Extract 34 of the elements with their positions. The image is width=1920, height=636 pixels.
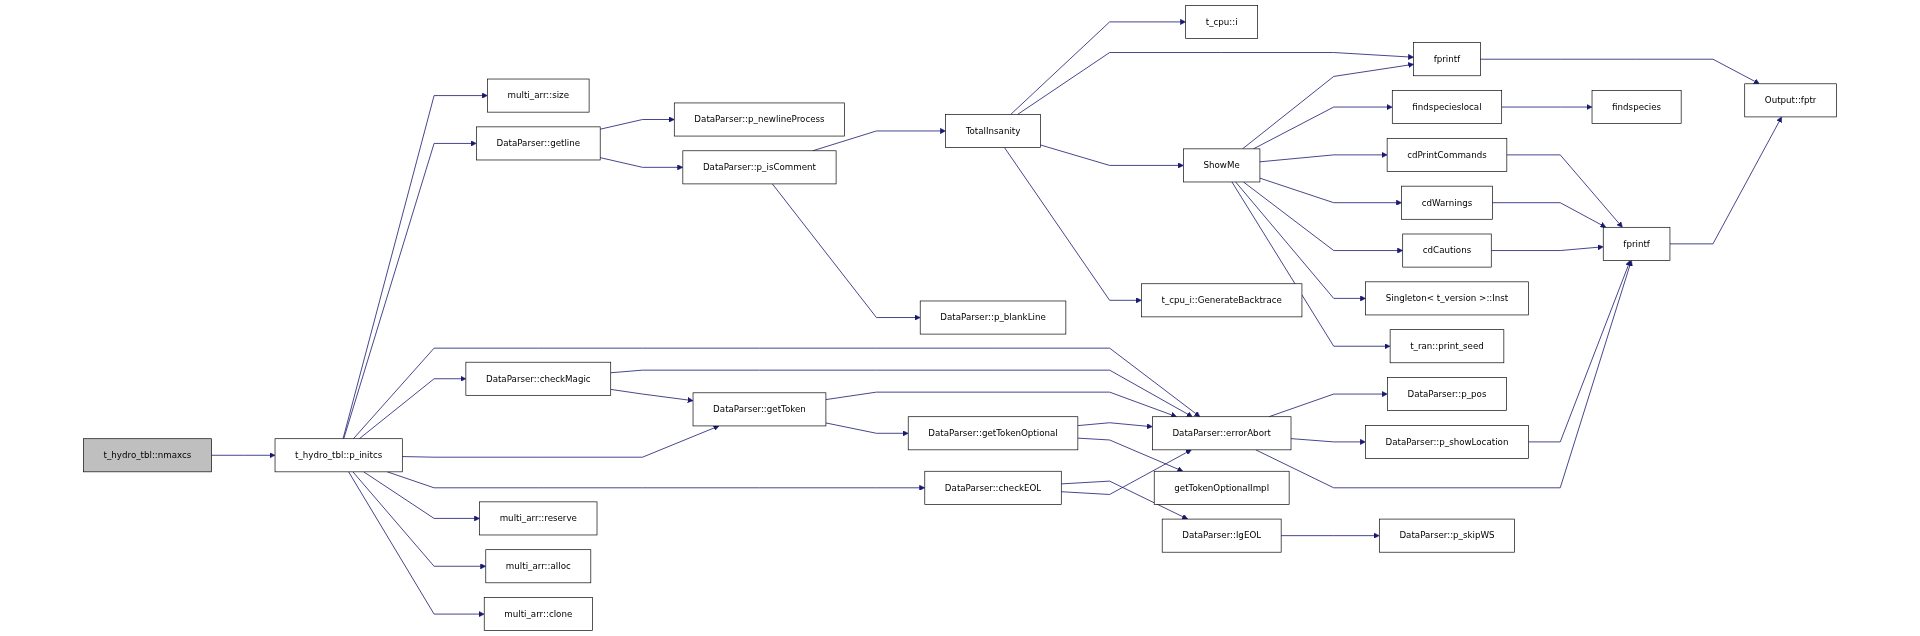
node-box: getTokenOptionalImpl <box>1153 470 1290 505</box>
node-box: findspecieslocal <box>1391 90 1503 124</box>
node-box: fprintf <box>1413 42 1481 77</box>
node-box: Output::fptr <box>1744 83 1837 118</box>
node-box: t_ran::print_seed <box>1389 329 1505 364</box>
node-box: TotalInsanity <box>945 114 1041 148</box>
node-box: DataParser::p_showLocation <box>1365 425 1529 459</box>
node-box: DataParser::p_skipWS <box>1379 518 1515 553</box>
node-box: DataParser::getToken <box>692 392 827 427</box>
node-box: DataParser::p_newlineProcess <box>673 102 845 137</box>
node-box: ShowMe <box>1183 148 1261 183</box>
node-box: t_hydro_tbl::nmaxcs <box>83 438 212 473</box>
node-box: cdCautions <box>1402 233 1492 268</box>
node-box: DataParser::errorAbort <box>1152 416 1292 451</box>
node-box: DataParser::checkEOL <box>924 470 1062 505</box>
node-box: fprintf <box>1602 226 1671 261</box>
node-box: t_cpu::i <box>1185 5 1258 39</box>
node-box: findspecies <box>1591 90 1682 124</box>
node-box: DataParser::getTokenOptional <box>907 416 1079 451</box>
node-box: multi_arr::clone <box>483 597 593 631</box>
node-box: cdWarnings <box>1401 185 1493 220</box>
node-box: DataParser::checkMagic <box>465 361 612 396</box>
node-box: DataParser::p_pos <box>1387 377 1507 411</box>
node-box: multi_arr::alloc <box>485 549 592 584</box>
node-box: t_hydro_tbl::p_initcs <box>274 438 403 473</box>
node-box: DataParser::p_blankLine <box>919 300 1067 335</box>
node-box: Singleton< t_version >::Inst <box>1365 281 1529 316</box>
node-box: DataParser::lgEOL <box>1161 518 1282 553</box>
node-box: multi_arr::reserve <box>479 501 598 536</box>
node-box: t_cpu_i::GenerateBacktrace <box>1141 283 1303 318</box>
node-box: cdPrintCommands <box>1386 138 1508 172</box>
node-box: DataParser::getline <box>476 126 601 161</box>
node-box: DataParser::p_isComment <box>682 150 837 185</box>
node-box: multi_arr::size <box>487 78 590 113</box>
